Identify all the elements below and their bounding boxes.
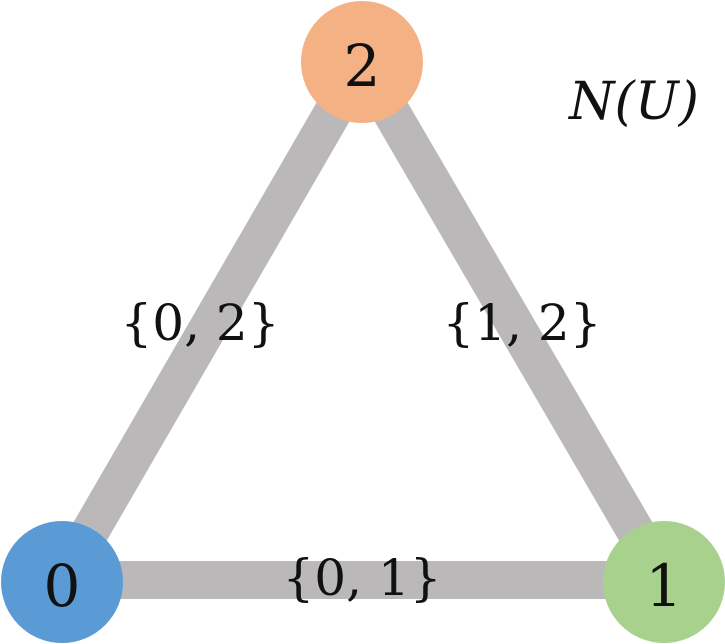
node-2-circle: [301, 1, 423, 123]
node-0: 0: [1, 521, 123, 643]
nerve-title: N(U): [567, 72, 699, 132]
node-1: 1: [603, 521, 725, 643]
node-2-label: 2: [344, 32, 381, 100]
node-1-label: 1: [646, 552, 683, 620]
edge-label-1-2: {1, 2}: [442, 294, 601, 352]
node-0-label: 0: [44, 552, 81, 620]
node-2: 2: [301, 1, 423, 123]
edge-0-2: [45, 52, 379, 590]
edge-1-2: [345, 52, 681, 590]
node-1-circle: [603, 521, 725, 643]
node-0-circle: [1, 521, 123, 643]
edge-label-0-2: {0, 2}: [120, 294, 279, 352]
edge-label-0-1: {0, 1}: [282, 549, 441, 607]
